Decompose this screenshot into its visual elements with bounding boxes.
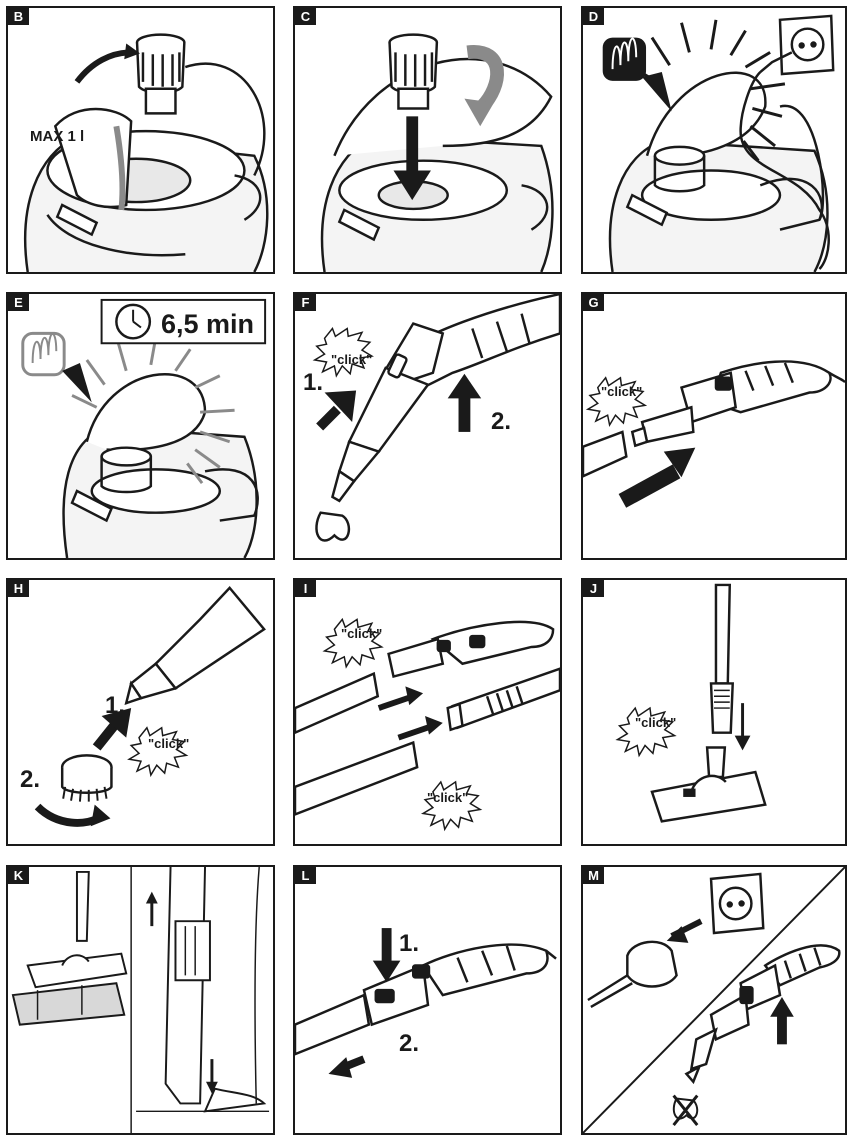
panel-label: H	[8, 580, 29, 597]
panel-k: K	[6, 865, 275, 1135]
step-1-label: 1.	[105, 692, 126, 719]
floor-nozzle-connect-illustration	[615, 583, 767, 823]
panel-label: B	[8, 8, 29, 25]
kettle-fill-illustration	[23, 33, 269, 272]
handle-nozzle-illustration	[312, 294, 560, 542]
cap-illustration	[135, 33, 186, 115]
handle-extension-connect-illustration	[583, 360, 845, 508]
pull-arrow-step2	[328, 1055, 366, 1078]
up-arrow-step1	[316, 390, 357, 431]
down-arrow	[206, 1059, 218, 1094]
panel-i: I "click" "click"	[293, 578, 562, 846]
pull-arrow	[666, 918, 703, 943]
click-label: "click"	[148, 736, 190, 751]
release-button-illustration	[295, 928, 557, 1078]
rotate-arrow-icon	[464, 45, 504, 127]
panel-e: E 6,5 min	[6, 292, 275, 560]
push-arrow-upper	[377, 686, 424, 711]
panel-b: B MAX 1 l	[6, 6, 275, 274]
kettle-heating-timer-illustration	[21, 298, 267, 558]
down-arrow	[393, 116, 431, 201]
timer-label: 6,5 min	[161, 309, 255, 339]
panel-label: D	[583, 8, 604, 25]
power-socket-icon	[739, 14, 835, 270]
kettle-heating-illustration	[602, 14, 835, 272]
max-fill-label: MAX 1 l	[30, 128, 85, 145]
kettle-cap-insert-illustration	[320, 33, 554, 272]
panel-label: K	[8, 867, 29, 884]
click-burst-upper	[322, 617, 384, 669]
step-1-label: 1.	[303, 369, 324, 396]
panel-label: C	[295, 8, 316, 25]
panel-d: D	[581, 6, 847, 274]
up-arrow	[770, 997, 794, 1045]
click-burst	[615, 706, 677, 758]
cloth-attach-illustration	[11, 867, 270, 1133]
step-1-label: 1.	[399, 930, 420, 957]
click-label-lower: "click"	[427, 790, 469, 805]
panel-label: I	[295, 580, 316, 597]
push-arrow	[618, 447, 696, 508]
panel-c: C	[293, 6, 562, 274]
nozzle-tip	[315, 511, 351, 542]
panel-label: J	[583, 580, 604, 597]
divider	[583, 867, 845, 1133]
plug	[587, 940, 678, 1008]
panel-l: L 1. 2.	[293, 865, 562, 1135]
click-burst	[312, 327, 374, 378]
cap-illustration	[388, 33, 439, 110]
click-label: "click"	[635, 715, 677, 730]
click-label: "click"	[331, 352, 373, 367]
panel-label: E	[8, 294, 29, 311]
down-arrow-step1	[372, 928, 401, 983]
click-label: "click"	[601, 384, 643, 399]
panel-label: L	[295, 867, 316, 884]
click-label-upper: "click"	[341, 626, 383, 641]
down-arrow	[734, 703, 751, 751]
panel-f: F "click" 1. 2.	[293, 292, 562, 560]
rotate-arrow	[74, 49, 132, 84]
up-arrow	[145, 891, 158, 927]
panel-label: M	[583, 867, 604, 884]
up-arrow-step2	[447, 373, 482, 432]
up-arrow-step1	[92, 708, 132, 751]
extension-tubes-illustration	[295, 617, 560, 832]
step-2-label: 2.	[491, 408, 512, 435]
unplug-storage-illustration	[583, 867, 845, 1133]
panel-j: J "click"	[581, 578, 847, 846]
panel-label: F	[295, 294, 316, 311]
click-burst	[585, 376, 648, 428]
crossed-out-nozzle-icon	[672, 1094, 699, 1127]
panel-h: H "click" 1. 2.	[6, 578, 275, 846]
brush-attach-illustration	[34, 586, 266, 827]
heating-coil-icon	[602, 37, 672, 112]
panel-g: G "click"	[581, 292, 847, 560]
step-2-label: 2.	[20, 766, 41, 793]
step-2-label: 2.	[399, 1030, 420, 1057]
panel-label: G	[583, 294, 604, 311]
clock-icon	[100, 298, 267, 345]
push-arrow-lower	[397, 715, 443, 741]
heating-coil-icon	[21, 331, 92, 403]
click-burst	[127, 726, 189, 778]
click-burst-lower	[420, 780, 483, 832]
power-socket-icon	[709, 872, 765, 935]
round-brush	[60, 754, 113, 802]
panel-m: M	[581, 865, 847, 1135]
